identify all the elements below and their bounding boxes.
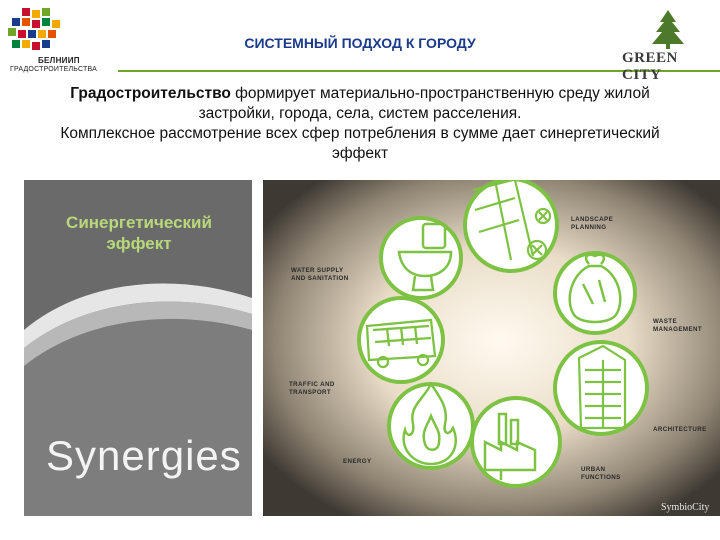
label-architecture: ARCHITECTURE: [653, 426, 707, 433]
node-water-supply: WATER SUPPLY AND SANITATION: [291, 216, 463, 300]
node-urban-functions: URBAN FUNCTIONS: [470, 396, 621, 488]
intro-line-4: эффект: [331, 145, 389, 162]
bus-icon: [365, 318, 437, 369]
label-transport-line-2: TRANSPORT: [289, 389, 331, 396]
label-water-line-1: WATER SUPPLY: [291, 267, 344, 274]
logo-green-city: GREEN CITY: [620, 8, 720, 83]
intro-line-1-rest: формирует материально-пространственную с…: [230, 85, 650, 102]
node-waste: WASTE MANAGEMENT: [553, 251, 702, 335]
panel-background: [24, 180, 252, 516]
landscape-icon: [472, 180, 552, 261]
symbiocity-brand: SymbioCity: [661, 502, 709, 513]
flame-icon: [402, 381, 457, 466]
node-landscape: LANDSCAPE PLANNING: [463, 180, 613, 273]
intro-line-3: Комплексное рассмотрение всех сфер потре…: [60, 125, 660, 142]
waste-bag-icon: [568, 253, 622, 324]
toilet-icon: [397, 222, 453, 292]
building-icon: [577, 344, 627, 430]
label-landscape-line-2: PLANNING: [571, 224, 607, 231]
node-energy: ENERGY: [343, 381, 475, 470]
label-urban-line-1: URBAN: [581, 466, 605, 473]
label-waste-line-2: MANAGEMENT: [653, 326, 702, 333]
node-transport: TRAFFIC AND TRANSPORT: [289, 296, 445, 396]
label-landscape-line-1: LANDSCAPE: [571, 216, 613, 223]
label-energy: ENERGY: [343, 458, 372, 465]
factory-icon: [483, 412, 537, 480]
label-urban-line-2: FUNCTIONS: [581, 474, 621, 481]
intro-line-1: Градостроительство формирует материально…: [0, 84, 720, 104]
header-divider: [118, 70, 720, 72]
logo-belniip: БЕЛНИИП ГРАДОСТРОИТЕЛЬСТВА: [8, 8, 118, 73]
logo-right-name: GREEN CITY: [622, 50, 678, 83]
intro-line-2: застройки, города, села, систем расселен…: [198, 105, 522, 122]
tree-icon: [652, 10, 684, 49]
synergy-label: Синергетический эффект: [54, 212, 224, 254]
synergy-label-line-2: эффект: [106, 234, 172, 253]
mosaic-logo-icon: [8, 8, 68, 54]
label-transport-line-1: TRAFFIC AND: [289, 381, 335, 388]
synergies-caption: Synergies: [46, 432, 242, 479]
label-water-line-2: AND SANITATION: [291, 275, 349, 282]
label-waste-line-1: WASTE: [653, 318, 677, 325]
intro-term: Градостроительство: [70, 85, 231, 102]
symbiocity-diagram: WATER SUPPLY AND SANITATION LANDSCAPE PL…: [263, 180, 720, 516]
page-title: СИСТЕМНЫЙ ПОДХОД К ГОРОДУ: [244, 35, 476, 51]
intro-text: Градостроительство формирует материально…: [0, 84, 720, 164]
diagram-svg: WATER SUPPLY AND SANITATION LANDSCAPE PL…: [263, 180, 720, 516]
synergy-label-line-1: Синергетический: [66, 213, 212, 232]
logo-left-name: БЕЛНИИП: [38, 56, 80, 65]
node-architecture: ARCHITECTURE: [553, 340, 707, 436]
logo-left-subtitle: ГРАДОСТРОИТЕЛЬСТВА: [10, 66, 97, 73]
synergies-panel: Синергетический эффект Synergies: [24, 180, 252, 516]
